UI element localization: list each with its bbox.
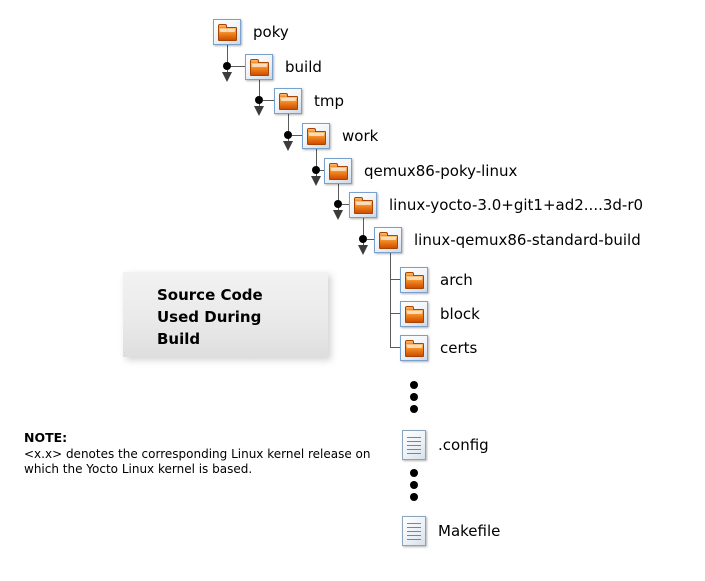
connector-line	[288, 114, 289, 141]
folder-label: certs	[440, 339, 478, 357]
ellipsis-dot	[410, 493, 418, 501]
connector-line	[292, 135, 302, 136]
tree-node-block: block	[400, 301, 480, 327]
connector-bullet	[284, 131, 292, 139]
ellipsis-dot	[410, 381, 418, 389]
folder-glyph	[378, 231, 398, 249]
note-block: NOTE: <x.x> denotes the corresponding Li…	[24, 430, 384, 477]
folder-glyph	[353, 196, 373, 214]
folder-label: build	[285, 58, 322, 76]
tree-node-qemux86-poky-linux: qemux86-poky-linux	[324, 158, 517, 184]
folder-icon	[213, 19, 241, 45]
connector-bullet	[255, 96, 263, 104]
file-label: .config	[438, 436, 489, 454]
ellipsis-dot	[410, 405, 418, 413]
connector-line	[390, 253, 391, 347]
folder-label: arch	[440, 271, 473, 289]
connector-line	[316, 149, 317, 176]
file-text-lines	[407, 523, 421, 540]
folder-icon	[400, 301, 428, 327]
connector-bullet	[359, 235, 367, 243]
folder-icon	[400, 335, 428, 361]
file-icon	[402, 516, 426, 546]
folder-icon	[400, 267, 428, 293]
connector-line	[263, 100, 274, 101]
arrow-down-icon	[333, 210, 343, 220]
tree-node-build: build	[245, 54, 322, 80]
note-title: NOTE:	[24, 430, 68, 445]
note-text: which the Yocto Linux kernel is based.	[24, 462, 253, 476]
tree-node-linux-yocto: linux-yocto-3.0+git1+ad2....3d-r0	[349, 192, 643, 218]
tree-node-config: .config	[402, 430, 489, 460]
ellipsis-dot	[410, 481, 418, 489]
callout-line: Source Code	[157, 286, 263, 304]
ellipsis-dot	[410, 393, 418, 401]
tree-node-tmp: tmp	[274, 88, 344, 114]
tree-node-makefile: Makefile	[402, 516, 500, 546]
folder-icon	[274, 88, 302, 114]
callout-source-code-box: Source Code Used During Build	[123, 272, 328, 357]
folder-label: block	[440, 305, 480, 323]
folder-icon	[245, 54, 273, 80]
callout-line: Build	[157, 330, 201, 348]
folder-icon	[302, 123, 330, 149]
tree-node-arch: arch	[400, 267, 473, 293]
folder-icon	[349, 192, 377, 218]
connector-bullet	[223, 62, 231, 70]
folder-icon	[374, 227, 402, 253]
folder-glyph	[278, 92, 298, 110]
arrow-down-icon	[222, 72, 232, 82]
callout-line: Used During	[157, 308, 262, 326]
folder-glyph	[404, 339, 424, 357]
connector-line	[231, 66, 245, 67]
folder-glyph	[217, 23, 237, 41]
folder-icon	[324, 158, 352, 184]
file-icon	[402, 430, 426, 460]
folder-label: tmp	[314, 92, 345, 110]
folder-label: linux-yocto-3.0+git1+ad2....3d-r0	[389, 196, 644, 214]
connector-line	[363, 218, 364, 245]
folder-label: poky	[253, 23, 289, 41]
connector-bullet	[334, 200, 342, 208]
tree-node-linux-qemux86-standard-build: linux-qemux86-standard-build	[374, 227, 641, 253]
arrow-down-icon	[283, 141, 293, 151]
folder-glyph	[404, 305, 424, 323]
folder-label: qemux86-poky-linux	[364, 162, 518, 180]
connector-line	[320, 170, 324, 171]
connector-line	[227, 45, 228, 73]
folder-glyph	[249, 58, 269, 76]
tree-node-certs: certs	[400, 335, 477, 361]
folder-glyph	[404, 271, 424, 289]
note-text: <x.x> denotes the corresponding Linux ke…	[24, 447, 371, 461]
connector-line	[367, 239, 374, 240]
arrow-down-icon	[254, 106, 264, 116]
ellipsis-dot	[410, 469, 418, 477]
connector-line	[259, 80, 260, 107]
arrow-down-icon	[358, 245, 368, 255]
folder-glyph	[306, 127, 326, 145]
file-text-lines	[407, 437, 421, 454]
tree-node-poky: poky	[213, 19, 289, 45]
connector-line	[390, 313, 400, 314]
folder-label: linux-qemux86-standard-build	[414, 231, 641, 249]
tree-node-work: work	[302, 123, 378, 149]
folder-label: work	[342, 127, 379, 145]
connector-line	[390, 347, 400, 348]
connector-line	[338, 184, 339, 210]
file-label: Makefile	[438, 522, 501, 540]
connector-line	[342, 204, 349, 205]
connector-bullet	[312, 166, 320, 174]
arrow-down-icon	[311, 176, 321, 186]
folder-glyph	[328, 162, 348, 180]
connector-line	[390, 279, 400, 280]
